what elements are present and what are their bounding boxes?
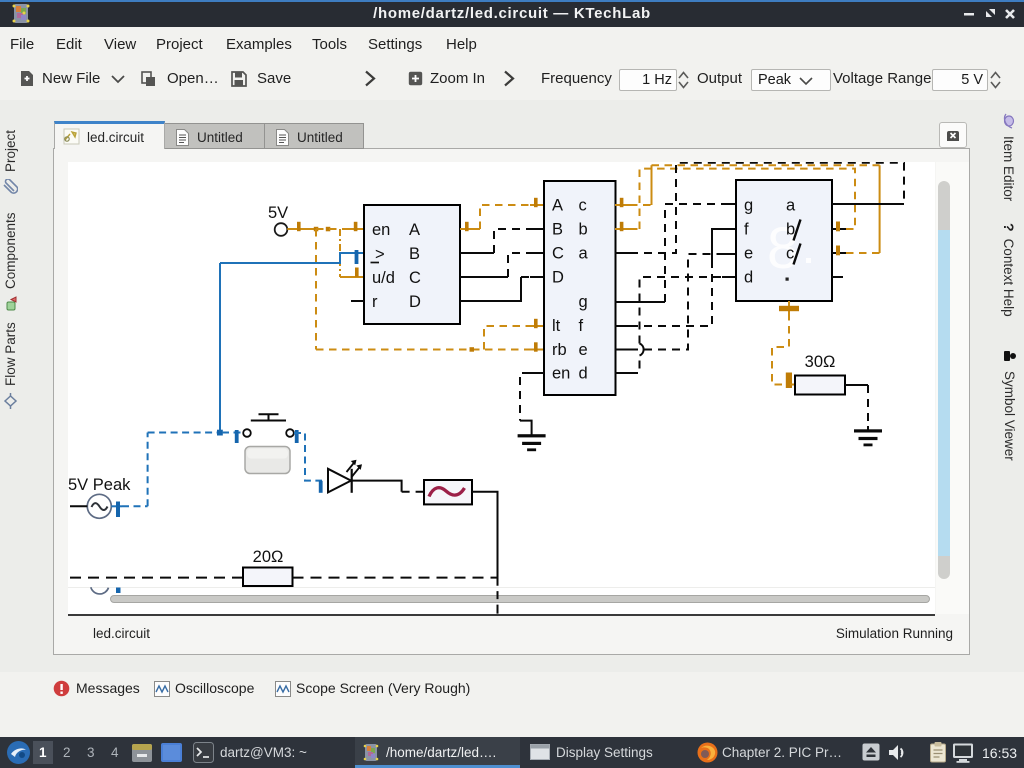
- svg-text:20Ω: 20Ω: [253, 548, 284, 566]
- svg-text:>: >: [375, 246, 385, 264]
- svg-text:a: a: [579, 245, 589, 263]
- svg-text:c: c: [579, 197, 587, 215]
- svg-text:B: B: [552, 221, 563, 239]
- svg-text:e: e: [744, 245, 753, 263]
- svg-text:d: d: [744, 269, 753, 287]
- svg-text:30Ω: 30Ω: [805, 353, 836, 371]
- svg-text:u/d: u/d: [372, 269, 395, 287]
- svg-text:b: b: [579, 221, 588, 239]
- svg-text:8: 8: [767, 216, 799, 281]
- svg-text:A: A: [409, 221, 420, 239]
- svg-text:g: g: [744, 197, 753, 215]
- svg-text:C: C: [409, 269, 421, 287]
- svg-text:f: f: [744, 221, 749, 239]
- svg-text:5V Peak: 5V Peak: [68, 476, 131, 494]
- svg-text:e: e: [579, 341, 588, 359]
- svg-text:b: b: [786, 221, 795, 239]
- svg-text:r: r: [372, 293, 378, 311]
- svg-text:B: B: [409, 245, 420, 263]
- svg-text:g: g: [579, 293, 588, 311]
- svg-text:5V: 5V: [268, 204, 288, 222]
- svg-text:rb: rb: [552, 341, 567, 359]
- svg-text:A: A: [552, 197, 563, 215]
- svg-text:D: D: [409, 293, 421, 311]
- svg-text:f: f: [579, 317, 584, 335]
- svg-text:en: en: [372, 221, 390, 239]
- svg-text:C: C: [552, 245, 564, 263]
- svg-text:lt: lt: [552, 317, 561, 335]
- svg-text:en: en: [552, 365, 570, 383]
- svg-text:d: d: [579, 365, 588, 383]
- svg-text:a: a: [786, 197, 796, 215]
- svg-text:D: D: [552, 269, 564, 287]
- svg-text:c: c: [786, 245, 794, 263]
